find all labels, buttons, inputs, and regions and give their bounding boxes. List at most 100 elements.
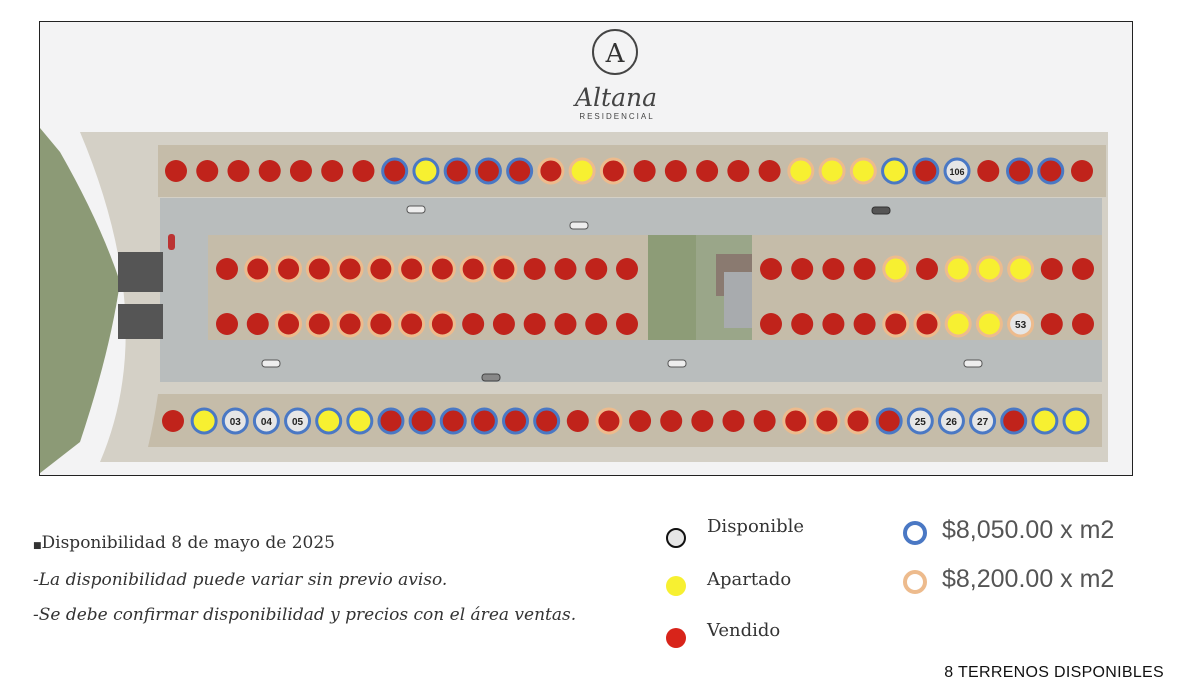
lot-circle[interactable] (1040, 313, 1063, 335)
lot-marker[interactable] (595, 407, 623, 435)
lot-marker[interactable] (537, 157, 565, 185)
lot-circle[interactable] (221, 407, 249, 435)
lot-circle[interactable] (554, 313, 577, 335)
lot-marker[interactable] (664, 160, 687, 182)
lot-circle[interactable] (585, 313, 608, 335)
lot-circle[interactable] (252, 407, 280, 435)
lot-circle[interactable] (408, 407, 436, 435)
lot-marker[interactable]: 25 (906, 407, 934, 435)
lot-circle[interactable] (196, 160, 219, 182)
lot-marker[interactable] (616, 258, 638, 280)
lot-circle[interactable] (853, 258, 876, 280)
lot-circle[interactable] (506, 157, 534, 185)
lot-marker[interactable] (244, 255, 272, 283)
lot-circle[interactable] (875, 407, 903, 435)
lot-circle[interactable] (1062, 407, 1090, 435)
lot-marker[interactable] (629, 410, 652, 432)
lot-marker[interactable]: 27 (969, 407, 997, 435)
lot-circle[interactable] (937, 407, 965, 435)
lot-marker[interactable] (412, 157, 440, 185)
lot-circle[interactable] (566, 410, 589, 432)
lot-marker[interactable] (1007, 255, 1035, 283)
lot-circle[interactable] (352, 160, 375, 182)
lot-circle[interactable] (490, 255, 518, 283)
lot-marker[interactable] (727, 160, 750, 182)
lot-marker[interactable] (523, 313, 546, 335)
lot-marker[interactable] (462, 313, 485, 335)
lot-marker[interactable] (439, 407, 467, 435)
lot-circle[interactable] (760, 258, 782, 280)
lot-circle[interactable] (691, 410, 714, 432)
lot-marker[interactable] (398, 310, 426, 338)
lot-marker[interactable] (853, 313, 876, 335)
lot-marker[interactable] (1072, 313, 1094, 335)
lot-circle[interactable] (912, 157, 940, 185)
lot-circle[interactable] (462, 313, 485, 335)
lot-marker[interactable] (216, 258, 238, 280)
lot-marker[interactable] (758, 160, 781, 182)
lot-circle[interactable] (523, 313, 546, 335)
lot-marker[interactable] (753, 410, 776, 432)
lot-circle[interactable] (853, 313, 876, 335)
lot-circle[interactable] (412, 157, 440, 185)
lot-circle[interactable] (216, 313, 238, 335)
lot-marker[interactable] (916, 258, 938, 280)
lot-marker[interactable] (502, 407, 530, 435)
lot-marker[interactable] (258, 160, 281, 182)
lot-circle[interactable] (1006, 157, 1034, 185)
lot-marker[interactable] (381, 157, 409, 185)
lot-marker[interactable]: 26 (937, 407, 965, 435)
lot-marker[interactable] (944, 310, 972, 338)
lot-circle[interactable] (1072, 313, 1094, 335)
lot-marker[interactable] (882, 310, 910, 338)
lot-circle[interactable] (275, 255, 303, 283)
lot-marker[interactable] (190, 407, 218, 435)
lot-marker[interactable] (336, 310, 364, 338)
lot-circle[interactable] (660, 410, 683, 432)
lot-circle[interactable] (916, 258, 938, 280)
lot-marker[interactable] (881, 157, 909, 185)
lot-marker[interactable] (849, 157, 877, 185)
lot-circle[interactable] (849, 157, 877, 185)
lot-marker[interactable] (352, 160, 375, 182)
lot-circle[interactable] (439, 407, 467, 435)
lot-circle[interactable] (844, 407, 872, 435)
lot-circle[interactable] (944, 310, 972, 338)
lot-circle[interactable] (599, 157, 627, 185)
lot-circle[interactable] (470, 407, 498, 435)
lot-circle[interactable] (1031, 407, 1059, 435)
lot-circle[interactable] (633, 160, 656, 182)
lot-marker[interactable] (533, 407, 561, 435)
lot-circle[interactable] (492, 313, 515, 335)
lot-marker[interactable] (408, 407, 436, 435)
lot-marker[interactable] (321, 160, 344, 182)
lot-circle[interactable] (459, 255, 487, 283)
lot-marker[interactable] (975, 310, 1003, 338)
lot-circle[interactable] (367, 310, 395, 338)
lot-circle[interactable] (977, 160, 1000, 182)
lot-marker[interactable] (844, 407, 872, 435)
lot-circle[interactable] (616, 258, 638, 280)
lot-marker[interactable] (791, 258, 814, 280)
lot-marker[interactable] (162, 410, 184, 432)
lot-circle[interactable] (664, 160, 687, 182)
lot-circle[interactable] (377, 407, 405, 435)
lot-marker[interactable] (1062, 407, 1090, 435)
lot-marker[interactable] (975, 255, 1003, 283)
lot-marker[interactable] (822, 258, 845, 280)
lot-circle[interactable] (246, 313, 269, 335)
lot-circle[interactable] (568, 157, 596, 185)
lot-marker[interactable] (275, 310, 303, 338)
lot-marker[interactable] (696, 160, 719, 182)
lot-circle[interactable] (595, 407, 623, 435)
lot-circle[interactable] (722, 410, 745, 432)
lot-marker[interactable] (912, 157, 940, 185)
lot-circle[interactable] (428, 310, 456, 338)
lot-circle[interactable] (822, 313, 845, 335)
lot-marker[interactable] (944, 255, 972, 283)
lot-marker[interactable] (1000, 407, 1028, 435)
lot-marker[interactable] (523, 258, 546, 280)
lot-marker[interactable] (315, 407, 343, 435)
lot-marker[interactable] (305, 255, 333, 283)
lot-circle[interactable] (216, 258, 238, 280)
